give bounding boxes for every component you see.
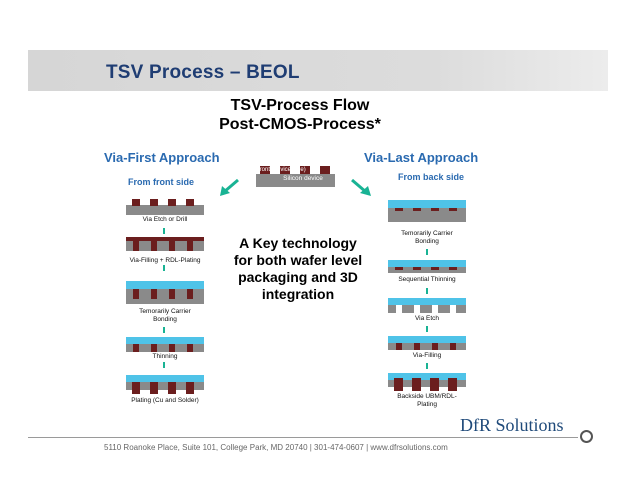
- logo-ring-icon: [580, 430, 593, 443]
- via-last-label1a: Temorarily Carrier: [401, 230, 453, 237]
- via-last-step2: [388, 260, 466, 273]
- via-first-label3b: Bonding: [153, 316, 177, 323]
- right-arrow: [351, 178, 371, 196]
- left-arrow: [220, 178, 239, 196]
- title-bar: [28, 50, 608, 91]
- key-technology-line3: packaging and 3D: [238, 269, 358, 285]
- via-last-step4: [388, 336, 466, 350]
- key-technology-line2: for both wafer level: [233, 252, 363, 268]
- via-first-label3a: Temorarily Carrier: [139, 308, 191, 315]
- via-first-label2: Via-Filling + RDL-Plating: [129, 257, 201, 264]
- footer-address: 5110 Roanoke Place, Suite 101, College P…: [104, 443, 448, 452]
- via-last-label1b: Bonding: [415, 238, 439, 245]
- via-last-label5a: Backside UBM/RDL-: [397, 393, 457, 400]
- device-label-line2: Silicon device: [283, 175, 323, 182]
- via-first-step4: [126, 337, 204, 352]
- via-first-step1: [126, 199, 204, 215]
- via-last-step1: [388, 200, 466, 222]
- via-last-label2: Sequential Thinning: [398, 276, 456, 283]
- via-first-label1: Via Etch or Drill: [142, 216, 188, 223]
- slide-title: TSV Process – BEOL: [106, 62, 300, 83]
- key-technology-line4: integration: [261, 286, 335, 302]
- via-first-step3: [126, 281, 204, 304]
- key-technology-line1: A Key technology: [239, 235, 357, 251]
- footer-divider: [28, 437, 578, 438]
- flow-title-line2: Post-CMOS-Process*: [219, 116, 381, 133]
- device-label-line1: front (device side): [258, 167, 306, 173]
- via-last-label5b: Plating: [417, 401, 437, 408]
- via-first-label5: Plating (Cu and Solder): [131, 397, 199, 404]
- flow-title: TSV-Process Flow Post-CMOS-Process*: [180, 96, 420, 134]
- via-first-side: From front side: [128, 177, 195, 187]
- via-first-heading: Via-First Approach: [104, 150, 220, 165]
- via-last-heading: Via-Last Approach: [364, 150, 479, 165]
- via-first-step5: [126, 375, 204, 394]
- via-last-label4: Via-Filling: [412, 352, 442, 359]
- via-last-label3: Via Etch: [414, 315, 440, 322]
- via-last-step5: [388, 373, 466, 391]
- via-last-side: From back side: [398, 172, 465, 182]
- flow-title-line1: TSV-Process Flow: [230, 97, 370, 114]
- company-logo: DfR Solutions: [460, 415, 564, 435]
- via-last-step3: [388, 298, 466, 313]
- via-first-label4: Thinning: [152, 353, 178, 360]
- via-first-step2: [126, 237, 204, 251]
- center-device: [256, 166, 335, 187]
- key-technology-text: A Key technology for both wafer level pa…: [218, 235, 378, 303]
